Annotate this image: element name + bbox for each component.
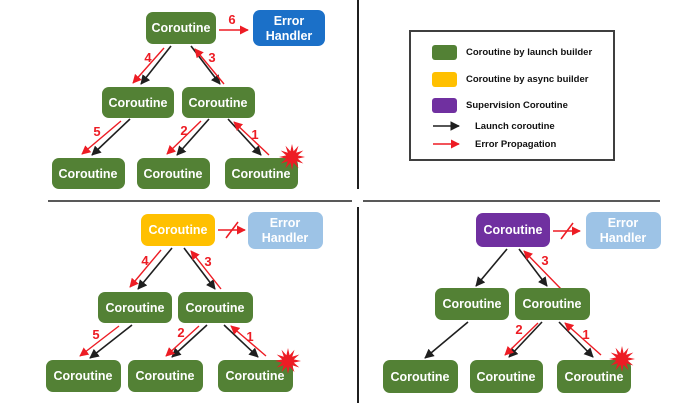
coroutine-node-label: Coroutine [108, 96, 167, 110]
error-propagation-arrows: 3 2 1 [504, 222, 602, 356]
blocked-arrow-slash [560, 222, 574, 240]
coroutine-node-label: Coroutine [185, 301, 244, 315]
divider-vertical-top [357, 0, 359, 189]
legend-label: Coroutine by launch builder [466, 47, 593, 58]
coroutine-node-label: Coroutine [151, 21, 210, 35]
legend-label: Supervision Coroutine [466, 100, 568, 111]
step-label-5: 5 [92, 327, 99, 342]
error-handler-node-inactive: Error Handler [248, 212, 323, 249]
coroutine-node-root: Coroutine [146, 12, 216, 44]
legend-label: Error Propagation [475, 138, 557, 150]
step-label-3: 3 [204, 254, 211, 269]
legend-item-supervision: Supervision Coroutine [432, 98, 568, 113]
error-handler-label-line1: Error [274, 14, 305, 28]
coroutine-node-mid-right: Coroutine [182, 87, 255, 118]
async-coroutine-node-root: Coroutine [141, 214, 215, 246]
legend: Coroutine by launch builder Coroutine by… [409, 30, 615, 161]
step-label-6: 6 [228, 12, 235, 27]
error-propagation-arrows: 4 3 5 2 1 [79, 221, 267, 357]
step-label-3: 3 [541, 253, 548, 268]
step-label-2: 2 [515, 322, 522, 337]
diagram-async-builder: 4 3 5 2 1 Coroutine Error Handler Corout… [46, 212, 323, 392]
divider-horizontal-left [48, 200, 352, 202]
error-propagation-arrows: 6 4 3 5 2 1 [81, 12, 270, 156]
step-label-5: 5 [93, 124, 100, 139]
coroutine-node-label: Coroutine [225, 369, 284, 383]
coroutine-node-mid-left: Coroutine [98, 292, 172, 323]
launch-arrow-icon [433, 121, 460, 131]
step-label-4: 4 [144, 50, 152, 65]
coroutine-node-bottom-right: Coroutine [218, 360, 293, 392]
coroutine-node-bottom-right: Coroutine [557, 360, 631, 393]
divider-vertical-bottom [357, 207, 359, 403]
error-handler-node: Error Handler [253, 10, 325, 46]
launch-arrows [89, 247, 259, 359]
coroutine-node-bottom-middle: Coroutine [128, 360, 203, 392]
coroutine-node-bottom-middle: Coroutine [470, 360, 543, 393]
coroutine-node-label: Coroutine [564, 370, 623, 384]
coroutine-node-label: Coroutine [148, 223, 207, 237]
step-label-1: 1 [251, 127, 258, 142]
crash-explosion-icon [279, 144, 305, 170]
legend-label: Coroutine by async builder [466, 74, 589, 85]
error-handler-label-line2: Handler [600, 231, 647, 245]
coroutine-node-label: Coroutine [188, 96, 247, 110]
coroutine-node-label: Coroutine [390, 370, 449, 384]
crash-explosion-icon [609, 346, 635, 372]
coroutine-node-bottom-middle: Coroutine [137, 158, 210, 189]
supervision-swatch [432, 98, 457, 113]
coroutine-node-label: Coroutine [135, 369, 194, 383]
step-label-3: 3 [208, 50, 215, 65]
legend-item-async-builder: Coroutine by async builder [432, 72, 588, 87]
launch-builder-swatch [432, 45, 457, 60]
coroutine-node-label: Coroutine [483, 223, 542, 237]
coroutine-node-label: Coroutine [105, 301, 164, 315]
coroutine-node-bottom-left: Coroutine [52, 158, 125, 189]
legend-label: Launch coroutine [475, 120, 555, 132]
supervision-coroutine-node-root: Coroutine [476, 213, 550, 247]
error-handler-label-line1: Error [608, 216, 639, 230]
coroutine-node-label: Coroutine [476, 370, 535, 384]
divider-horizontal-right [363, 200, 660, 202]
coroutine-node-mid-left: Coroutine [102, 87, 174, 118]
error-handler-label-line1: Error [270, 216, 301, 230]
legend-item-launch-arrow: Launch coroutine [432, 120, 555, 132]
error-propagation-arrow-icon [433, 139, 460, 149]
error-handler-label-line2: Handler [266, 29, 313, 43]
coroutine-node-label: Coroutine [143, 167, 202, 181]
legend-item-error-arrow: Error Propagation [432, 138, 556, 150]
coroutine-node-bottom-right: Coroutine [225, 158, 298, 189]
coroutine-node-mid-right: Coroutine [515, 288, 590, 320]
coroutine-node-label: Coroutine [231, 167, 290, 181]
step-label-1: 1 [246, 329, 253, 344]
error-handler-node-inactive: Error Handler [586, 212, 661, 249]
coroutine-node-mid-left: Coroutine [435, 288, 509, 320]
diagram-launch-builder: 6 4 3 5 2 1 Coroutine Error Handler Coro… [52, 10, 325, 189]
coroutine-node-label: Coroutine [58, 167, 117, 181]
blocked-arrow-slash [225, 221, 239, 239]
coroutine-node-label: Coroutine [442, 297, 501, 311]
coroutine-node-label: Coroutine [522, 297, 581, 311]
coroutine-node-mid-right: Coroutine [178, 292, 253, 323]
coroutine-node-bottom-left: Coroutine [46, 360, 121, 392]
step-label-2: 2 [180, 123, 187, 138]
async-builder-swatch [432, 72, 457, 87]
legend-item-launch-builder: Coroutine by launch builder [432, 45, 592, 60]
coroutine-node-bottom-left: Coroutine [383, 360, 458, 393]
coroutine-node-label: Coroutine [53, 369, 112, 383]
step-label-1: 1 [582, 327, 589, 342]
crash-explosion-icon [275, 348, 301, 374]
step-label-4: 4 [141, 253, 149, 268]
step-label-2: 2 [177, 325, 184, 340]
diagram-supervision: 3 2 1 Coroutine Error Handler Coroutine … [383, 212, 661, 393]
error-handler-label-line2: Handler [262, 231, 309, 245]
